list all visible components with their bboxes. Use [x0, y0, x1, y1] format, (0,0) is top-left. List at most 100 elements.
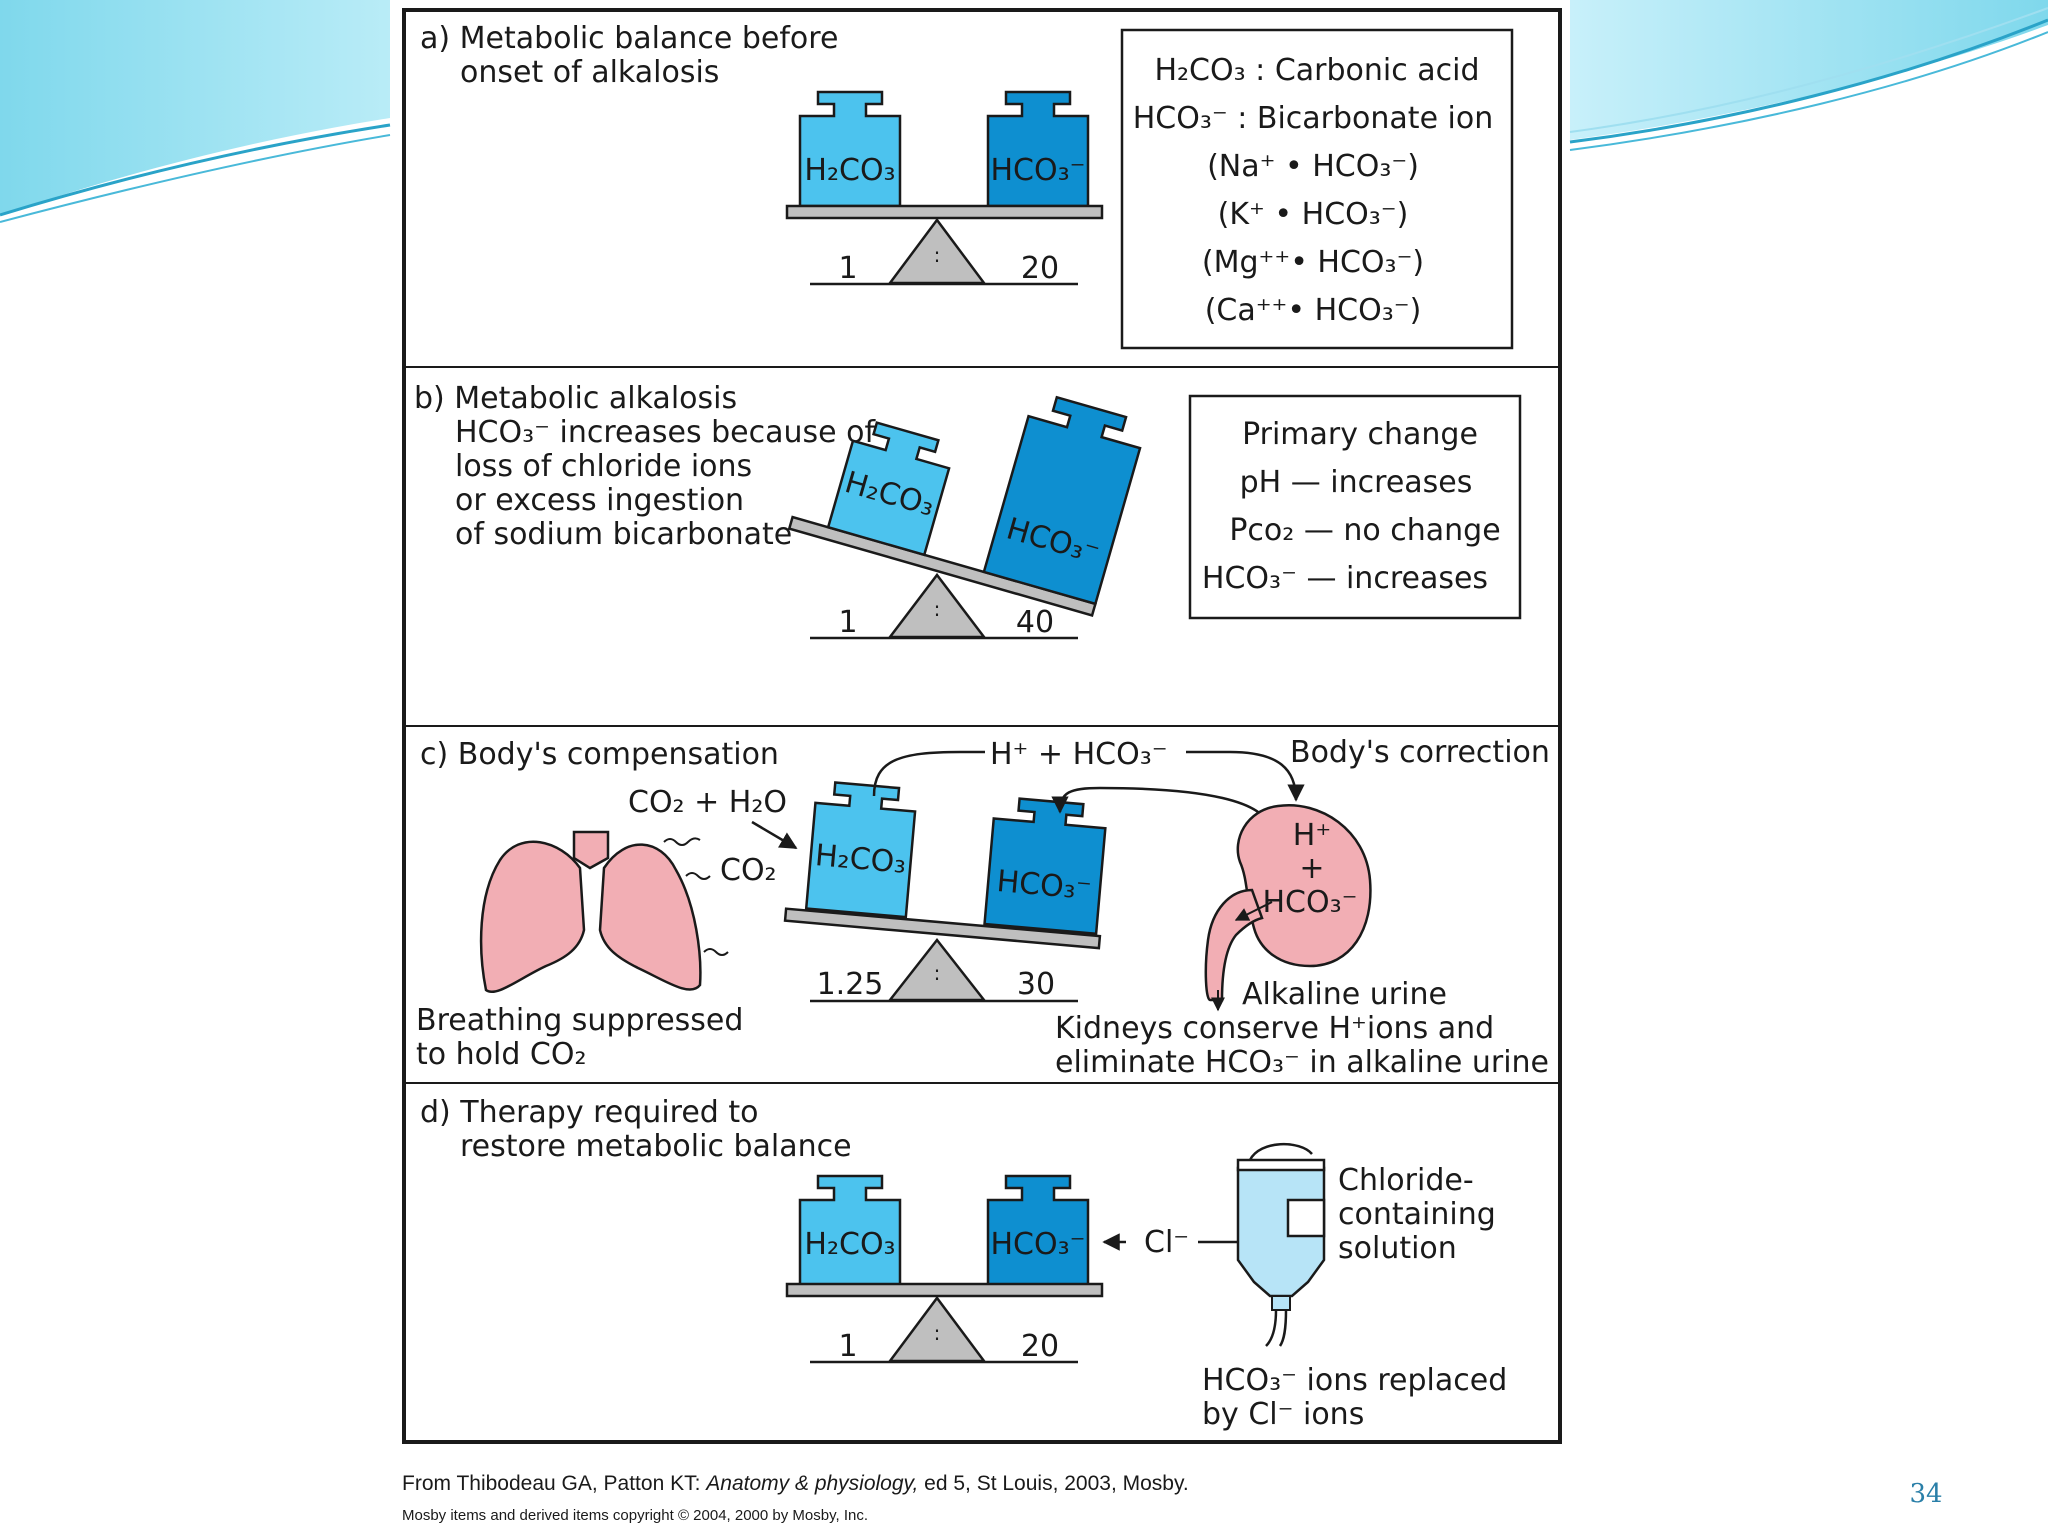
- panel-b-title-line4: or excess ingestion: [455, 483, 744, 518]
- panel-c-title: c) Body's compensation: [420, 737, 779, 772]
- fulcrum-colon-c: :: [934, 961, 941, 985]
- balance-beam-b: [787, 515, 1097, 617]
- squiggle-1: [663, 837, 701, 846]
- body-correction-label: Body's correction: [1290, 735, 1550, 770]
- solution-line2: containing: [1338, 1197, 1496, 1232]
- panel-a-title-line2: onset of alkalosis: [460, 55, 719, 90]
- iv-bag-illustration: [1236, 1142, 1326, 1347]
- panel-a-title-line1: a) Metabolic balance before: [420, 21, 838, 56]
- tilted-beam-group-c: H₂CO₃ HCO₃⁻: [783, 781, 1107, 950]
- co2-h2o-arrow: [751, 820, 798, 850]
- primary-change-line-2: pH — increases: [1240, 465, 1473, 500]
- balance-beam-a: [785, 204, 1104, 220]
- fulcrum-colon-b: :: [934, 597, 941, 621]
- kidneys-line1: Kidneys conserve H⁺ions and: [1055, 1011, 1494, 1046]
- legend-line-4: (K⁺ • HCO₃⁻): [1218, 197, 1409, 232]
- iv-tube-1: [1265, 1309, 1278, 1347]
- iv-tube-2: [1278, 1309, 1288, 1347]
- kidney-hco3-label: HCO₃⁻: [1263, 885, 1358, 920]
- legend-line-5: (Mg⁺⁺• HCO₃⁻): [1202, 245, 1424, 280]
- panel-b-title-line2: HCO₃⁻ increases because of: [455, 415, 876, 450]
- squiggle-2: [685, 872, 711, 880]
- copyright-line: Mosby items and derived items copyright …: [402, 1507, 868, 1524]
- hco3-weight-label-d: HCO₃⁻: [991, 1227, 1086, 1262]
- balance-scale-d: H₂CO₃ HCO₃⁻ : 1 20: [785, 1174, 1104, 1364]
- co2-h2o-label: CO₂ + H₂O: [628, 785, 787, 820]
- iv-bag-top: [1236, 1158, 1326, 1172]
- balance-beam-d: [785, 1282, 1104, 1298]
- primary-change-line-3: Pco₂ — no change: [1229, 513, 1500, 548]
- hco3-weight-c: [983, 797, 1107, 936]
- replaced-line2: by Cl⁻ ions: [1202, 1397, 1364, 1432]
- primary-change-line-1: Primary change: [1242, 417, 1478, 452]
- ratio-right-a: 20: [1021, 251, 1059, 286]
- fulcrum-colon-a: :: [934, 243, 941, 267]
- kidney-h-label: H⁺: [1293, 818, 1331, 853]
- breathing-line2: to hold CO₂: [416, 1037, 587, 1072]
- right-swoosh-decoration: [1569, 0, 2048, 151]
- iv-bag-port: [1271, 1295, 1291, 1311]
- legend-line-3: (Na⁺ • HCO₃⁻): [1207, 149, 1419, 184]
- kidney-plus-label: +: [1299, 851, 1324, 886]
- lungs-illustration: [479, 830, 729, 993]
- right-lung: [598, 843, 702, 991]
- solution-line1: Chloride-: [1338, 1163, 1474, 1198]
- h2co3-weight-c: [804, 781, 917, 919]
- ratio-left-b: 1: [838, 605, 857, 640]
- legend-line-2: HCO₃⁻ : Bicarbonate ion: [1133, 101, 1494, 136]
- ratio-left-d: 1: [838, 1329, 857, 1364]
- h2co3-weight-label-c: H₂CO₃: [814, 838, 908, 881]
- replaced-line1: HCO₃⁻ ions replaced: [1202, 1363, 1507, 1398]
- left-swoosh-decoration: [0, 0, 391, 223]
- hco3-weight-label-c: HCO₃⁻: [995, 864, 1093, 907]
- panel-d-title-line1: d) Therapy required to: [420, 1095, 758, 1130]
- trachea: [572, 830, 610, 870]
- citation-book: Anatomy & physiology,: [704, 1472, 918, 1495]
- alkaline-urine-label: Alkaline urine: [1242, 977, 1447, 1012]
- cl-label: Cl⁻: [1144, 1225, 1189, 1260]
- ratio-left-c: 1.25: [817, 967, 884, 1002]
- panel-d: d) Therapy required to restore metabolic…: [420, 1095, 1507, 1432]
- citation-line: From Thibodeau GA, Patton KT: Anatomy & …: [402, 1472, 1189, 1495]
- solution-line3: solution: [1338, 1231, 1457, 1266]
- h2co3-weight-label-a: H₂CO₃: [804, 153, 895, 188]
- balance-scale-b: H₂CO₃ HCO₃⁻ : 1 40: [787, 395, 1142, 640]
- kidney: [1236, 803, 1372, 968]
- h2co3-weight-b: [826, 421, 951, 557]
- fulcrum-colon-d: :: [934, 1321, 941, 1345]
- squiggle-3: [703, 948, 729, 956]
- primary-change-box: [1188, 394, 1522, 620]
- iv-bag-hanger: [1248, 1142, 1313, 1161]
- hco3-weight-b: [982, 395, 1142, 606]
- ratio-left-a: 1: [838, 251, 857, 286]
- left-lung: [479, 840, 586, 993]
- kidney-excretion-arrow: [1234, 901, 1273, 921]
- correction-arrow-right-segment: [1186, 750, 1305, 802]
- panel-b-title-line5: of sodium bicarbonate: [455, 517, 792, 552]
- balance-beam-c: [783, 907, 1102, 950]
- page-number: 34: [1909, 1479, 1942, 1509]
- panel-b-title-line3: loss of chloride ions: [455, 449, 752, 484]
- panel-b-title-line1: b) Metabolic alkalosis: [414, 381, 737, 416]
- breathing-line1: Breathing suppressed: [416, 1003, 743, 1038]
- h2co3-weight-label-d: H₂CO₃: [804, 1227, 895, 1262]
- primary-change-line-4: HCO₃⁻ — increases: [1202, 561, 1488, 596]
- ratio-right-c: 30: [1017, 967, 1055, 1002]
- legend-box: [1120, 28, 1514, 350]
- panel-a: a) Metabolic balance before onset of alk…: [420, 21, 1514, 350]
- balance-scale-a: H₂CO₃ HCO₃⁻ : 1 20: [785, 90, 1104, 286]
- legend-line-6: (Ca⁺⁺• HCO₃⁻): [1205, 293, 1422, 328]
- panel-b: b) Metabolic alkalosis HCO₃⁻ increases b…: [414, 381, 1522, 640]
- hco3-weight-label-a: HCO₃⁻: [991, 153, 1086, 188]
- h-hco3-label: H⁺ + HCO₃⁻: [990, 737, 1168, 772]
- panel-c: c) Body's compensation CO₂ + H₂O CO₂ H₂C…: [416, 735, 1550, 1080]
- kidneys-line2: eliminate HCO₃⁻ in alkaline urine: [1055, 1045, 1549, 1080]
- iv-bag-label: [1286, 1198, 1326, 1238]
- ratio-right-d: 20: [1021, 1329, 1059, 1364]
- co2-label: CO₂: [720, 853, 777, 888]
- tilted-beam-group-b: H₂CO₃ HCO₃⁻: [787, 395, 1142, 617]
- legend-line-1: H₂CO₃ : Carbonic acid: [1154, 53, 1479, 88]
- correction-arrow-left-segment: [872, 750, 985, 797]
- panel-d-title-line2: restore metabolic balance: [460, 1129, 852, 1164]
